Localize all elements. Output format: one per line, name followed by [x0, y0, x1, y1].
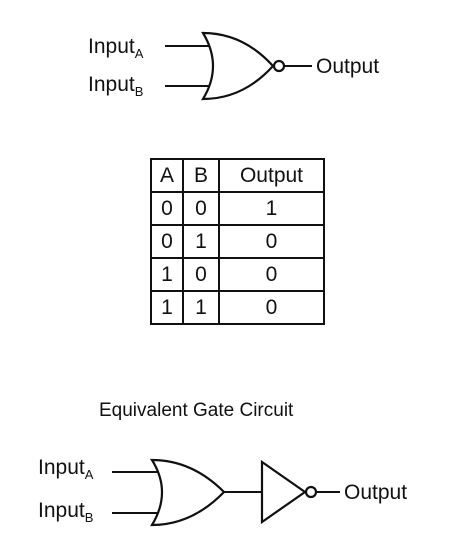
- table-row: 1 0 0: [150, 257, 325, 292]
- header-b: B: [182, 158, 220, 193]
- table-row: 1 1 0: [150, 290, 325, 325]
- cell-b: 0: [182, 257, 220, 292]
- table-row: 0 0 1: [150, 191, 325, 226]
- cell-b: 0: [182, 191, 220, 226]
- cell-a: 1: [150, 257, 184, 292]
- bottom-output-label: Output: [344, 481, 407, 504]
- bottom-input-a-label: InputA: [38, 456, 94, 482]
- bottom-equivalent-diagram: Equivalent Gate Circuit InputA InputB Ou…: [38, 400, 407, 527]
- or-gate-icon: [150, 458, 226, 527]
- table-row: 0 1 0: [150, 224, 325, 259]
- cell-a: 0: [150, 191, 184, 226]
- top-nor-diagram: InputA InputB Output: [88, 31, 379, 101]
- cell-output: 0: [218, 290, 325, 325]
- cell-output: 1: [218, 191, 325, 226]
- not-bubble-icon: [304, 485, 318, 499]
- equivalent-caption: Equivalent Gate Circuit: [99, 400, 294, 421]
- cell-a: 0: [150, 224, 184, 259]
- header-a: A: [150, 158, 184, 193]
- not-gate-icon: [260, 459, 307, 525]
- bottom-input-b-label: InputB: [38, 499, 93, 525]
- header-output: Output: [218, 158, 325, 193]
- nor-gate-icon: [201, 31, 275, 101]
- top-input-a-label: InputA: [88, 35, 144, 61]
- top-output-label: Output: [316, 55, 379, 78]
- cell-output: 0: [218, 257, 325, 292]
- cell-b: 1: [182, 224, 220, 259]
- truth-table: A B Output 0 0 1 0 1 0 1 0 0 1 1 0: [150, 158, 325, 325]
- top-input-b-label: InputB: [88, 73, 143, 99]
- cell-output: 0: [218, 224, 325, 259]
- cell-a: 1: [150, 290, 184, 325]
- cell-b: 1: [182, 290, 220, 325]
- nor-bubble-icon: [272, 59, 286, 73]
- truth-table-header: A B Output: [150, 158, 325, 193]
